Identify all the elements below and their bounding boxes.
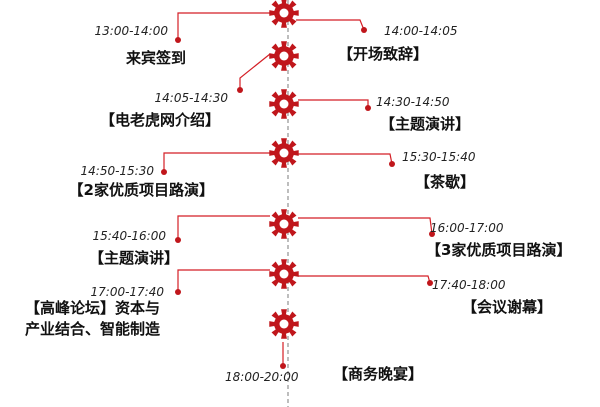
connector-line xyxy=(177,12,270,40)
gear-icon-hole xyxy=(279,319,289,329)
time-label: 15:30-15:40 xyxy=(402,150,476,164)
event-title: 【3家优质项目路演】 xyxy=(426,241,572,259)
event-title-line-1: 【高峰论坛】资本与 xyxy=(24,299,160,317)
event-title: 【会议谢幕】 xyxy=(462,298,553,316)
event-title: 【2家优质项目路演】 xyxy=(68,181,214,199)
gear-icon-hole xyxy=(279,219,289,229)
dot-icon xyxy=(361,27,367,33)
time-label: 17:00-17:40 xyxy=(90,285,165,299)
event-title: 【主题演讲】 xyxy=(380,115,471,133)
time-label: 14:00-14:05 xyxy=(384,24,458,38)
gear-icon-hole xyxy=(279,269,289,279)
dot-icon xyxy=(175,37,181,43)
dot-icon xyxy=(389,161,395,167)
time-label: 14:50-15:30 xyxy=(80,164,155,178)
gear-icon-hole xyxy=(279,51,289,61)
connector-line xyxy=(177,269,270,292)
time-label: 13:00-14:00 xyxy=(94,24,169,38)
gear-icon xyxy=(269,209,299,239)
connector-line xyxy=(298,153,393,165)
connector-line xyxy=(239,53,271,90)
gear-icon xyxy=(269,309,299,339)
dot-icon xyxy=(175,237,181,243)
gear-icon xyxy=(269,41,299,71)
time-label: 14:05-14:30 xyxy=(154,91,229,105)
dot-icon xyxy=(365,105,371,111)
time-label: 17:40-18:00 xyxy=(432,278,506,292)
dot-icon xyxy=(237,87,243,93)
gear-icon xyxy=(269,89,299,119)
gear-icon xyxy=(269,259,299,289)
connector-line xyxy=(298,275,431,284)
connector-line xyxy=(298,99,369,108)
event-title: 来宾签到 xyxy=(125,49,186,67)
time-label: 16:00-17:00 xyxy=(430,221,504,235)
time-label: 15:40-16:00 xyxy=(92,229,167,243)
event-title: 【开场致辞】 xyxy=(338,45,429,63)
dot-icon xyxy=(429,231,435,237)
dot-icon xyxy=(280,363,286,369)
connector-line xyxy=(163,152,270,172)
dot-icon xyxy=(175,289,181,295)
connector-line xyxy=(296,19,365,31)
event-title: 【电老虎网介绍】 xyxy=(99,111,220,129)
gear-icon-hole xyxy=(279,99,289,109)
connector-line xyxy=(298,217,433,235)
gear-icon-hole xyxy=(279,148,289,158)
dot-icon xyxy=(161,169,167,175)
dot-icon xyxy=(427,280,433,286)
gear-icon xyxy=(269,138,299,168)
event-title: 【主题演讲】 xyxy=(88,249,179,267)
gear-icon xyxy=(269,0,299,28)
gear-icon-hole xyxy=(279,8,289,18)
time-label: 18:00-20:00 xyxy=(225,370,299,384)
event-title: 【茶歇】 xyxy=(415,173,476,191)
event-title: 【商务晚宴】 xyxy=(333,365,424,383)
event-title-line-2: 产业结合、智能制造 xyxy=(24,320,160,338)
connector-line xyxy=(177,215,270,240)
time-label: 14:30-14:50 xyxy=(376,95,450,109)
